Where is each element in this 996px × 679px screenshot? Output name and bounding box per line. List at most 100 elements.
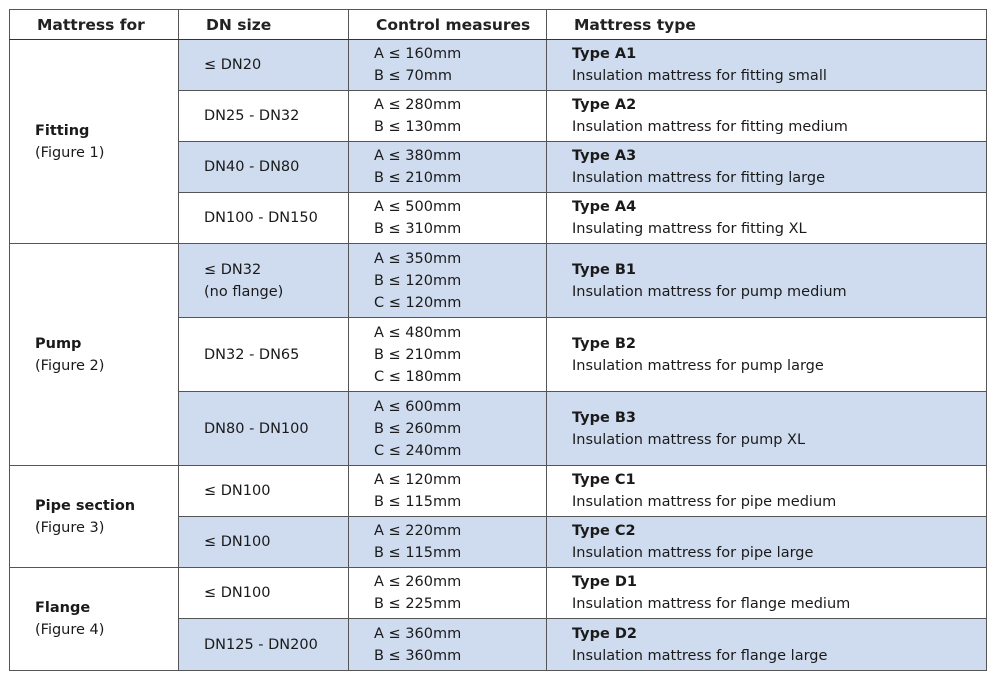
- control-measures-cell: A ≤ 220mm B ≤ 115mm: [348, 516, 547, 568]
- header-row: Mattress for DN size Control measures Ma…: [9, 9, 987, 40]
- mattress-type-cell: Type A3 Insulation mattress for fitting l…: [546, 141, 987, 193]
- control-measure-line: C ≤ 180mm: [374, 368, 462, 385]
- dn-size-cell: DN25 - DN32: [178, 90, 349, 142]
- dn-size-line: (no flange): [204, 283, 284, 300]
- dn-size-cell: ≤ DN100: [178, 516, 349, 568]
- mattress-type-description: Insulation mattress for fitting medium: [572, 119, 848, 135]
- control-measures-cell: A ≤ 600mm B ≤ 260mm C ≤ 240mm: [348, 391, 547, 466]
- category-figure: (Figure 3): [35, 519, 105, 536]
- mattress-type-cell: Type C2 Insulation mattress for pipe larg…: [546, 516, 987, 568]
- control-measure-line: C ≤ 240mm: [374, 442, 462, 459]
- header-dn-size: DN size: [178, 9, 349, 40]
- dn-size-line: DN100 - DN150: [204, 210, 318, 226]
- dn-size-line: ≤ DN100: [204, 585, 271, 601]
- control-measure-line: B ≤ 260mm: [374, 420, 462, 437]
- category-name: Flange: [35, 600, 91, 616]
- dn-size-line: DN25 - DN32: [204, 108, 300, 124]
- mattress-type-name: Type A1: [572, 46, 637, 62]
- control-measure-line: A ≤ 600mm: [374, 398, 462, 415]
- mattress-type-cell: Type D1 Insulation mattress for flange me…: [546, 567, 987, 619]
- category-name: Fitting: [35, 122, 90, 139]
- mattress-type-name: Type D1: [572, 574, 638, 590]
- dn-size-line: ≤ DN100: [204, 483, 271, 499]
- mattress-type-description: Insulating mattress for fitting XL: [572, 221, 807, 237]
- mattress-type-description: Insulation mattress for pump medium: [572, 283, 847, 300]
- header-control-measures: Control measures: [348, 9, 547, 40]
- control-measure-line: A ≤ 360mm: [374, 625, 462, 642]
- table-row: DN100 - DN150 A ≤ 500mm B ≤ 310mm Type A4 In…: [10, 192, 987, 244]
- control-measures-cell: A ≤ 350mm B ≤ 120mm C ≤ 120mm: [348, 243, 547, 318]
- control-measure-line: B ≤ 310mm: [374, 221, 462, 237]
- dn-size-cell: ≤ DN32 (no flange): [178, 243, 349, 318]
- dn-size-cell: ≤ DN20: [178, 39, 349, 91]
- control-measure-line: A ≤ 220mm: [374, 523, 462, 539]
- control-measure-line: B ≤ 70mm: [374, 68, 453, 84]
- dn-size-cell: DN125 - DN200: [178, 618, 349, 671]
- dn-size-line: ≤ DN100: [204, 534, 271, 550]
- table-row: Pump (Figure 2) ≤ DN32 (no flange) A ≤ 350mm…: [9, 243, 987, 466]
- mattress-type-name: Type A3: [572, 148, 637, 164]
- mattress-type-cell: Type B1 Insulation mattress for pump medi…: [546, 243, 987, 318]
- dn-size-line: DN32 - DN65: [204, 346, 300, 363]
- dn-size-line: DN40 - DN80: [204, 159, 300, 175]
- control-measure-line: B ≤ 115mm: [374, 545, 462, 561]
- control-measures-cell: A ≤ 260mm B ≤ 225mm: [348, 567, 547, 619]
- category-name: Pump: [35, 335, 82, 352]
- mattress-type-description: Insulation mattress for pump XL: [572, 431, 806, 448]
- control-measure-line: A ≤ 500mm: [374, 199, 462, 215]
- control-measure-line: A ≤ 120mm: [374, 472, 462, 488]
- mattress-type-description: Insulation mattress for fitting small: [572, 68, 827, 84]
- control-measure-line: C ≤ 120mm: [374, 294, 462, 311]
- dn-size-cell: DN32 - DN65: [178, 317, 349, 392]
- category-cell: Fitting(Figure 1): [9, 39, 179, 244]
- mattress-type-cell: Type A4 Insulating mattress for fitting X…: [546, 192, 987, 244]
- dn-size-line: DN125 - DN200: [204, 636, 318, 653]
- mattress-type-description: Insulation mattress for pipe large: [572, 545, 814, 561]
- control-measure-line: A ≤ 280mm: [374, 97, 462, 113]
- control-measure-line: B ≤ 225mm: [374, 596, 462, 612]
- control-measure-line: B ≤ 130mm: [374, 119, 462, 135]
- mattress-type-name: Type D2: [572, 625, 638, 642]
- mattress-table: Mattress for DN size Control measures Ma…: [9, 9, 987, 671]
- mattress-type-description: Insulation mattress for flange medium: [572, 596, 851, 612]
- category-cell: Flange (Figure 4): [9, 567, 179, 671]
- control-measure-line: A ≤ 380mm: [374, 148, 462, 164]
- control-measure-line: A ≤ 260mm: [374, 574, 462, 590]
- mattress-type-description: Insulation mattress for fitting large: [572, 170, 825, 186]
- mattress-type-cell: Type C1 Insulation mattress for pipe medi…: [546, 465, 987, 517]
- dn-size-line: ≤ DN32: [204, 261, 262, 278]
- mattress-type-name: Type B1: [572, 261, 637, 278]
- dn-size-cell: DN40 - DN80: [178, 141, 349, 193]
- mattress-type-description: Insulation mattress for flange large: [572, 647, 828, 664]
- mattress-type-name: Type C1: [572, 472, 636, 488]
- mattress-type-name: Type A4: [572, 199, 637, 215]
- table-row: DN80 - DN100 A ≤ 600mm B ≤ 260mm C ≤ 240mm T…: [10, 391, 987, 466]
- dn-size-line: ≤ DN20: [204, 57, 262, 73]
- category-figure: (Figure 4): [35, 622, 105, 638]
- mattress-type-name: Type C2: [572, 523, 636, 539]
- category-name: Pipe section: [35, 497, 136, 514]
- dn-size-cell: DN100 - DN150: [178, 192, 349, 244]
- control-measure-line: B ≤ 120mm: [374, 272, 462, 289]
- table-row: ≤ DN100 A ≤ 220mm B ≤ 115mm Type C2 Insulati…: [10, 516, 987, 568]
- mattress-type-description: Insulation mattress for pipe medium: [572, 494, 837, 510]
- dn-size-cell: DN80 - DN100: [178, 391, 349, 466]
- category-figure: (Figure 2): [35, 357, 105, 374]
- control-measure-line: A ≤ 350mm: [374, 250, 462, 267]
- category-cell: Pump (Figure 2): [9, 243, 179, 466]
- mattress-type-name: Type B2: [572, 335, 637, 352]
- dn-size-line: DN80 - DN100: [204, 420, 309, 437]
- mattress-type-cell: Type A1 Insulation mattress for fitting s…: [546, 39, 987, 91]
